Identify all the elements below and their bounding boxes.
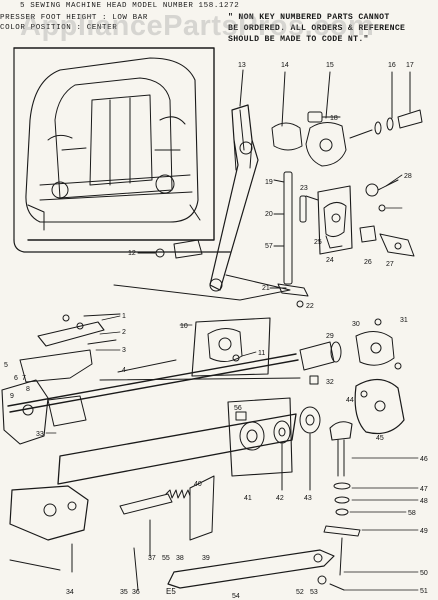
label-9: 9 — [10, 393, 14, 400]
label-58: 58 — [408, 510, 416, 517]
label-36: 36 — [132, 589, 140, 596]
part-12 — [113, 239, 291, 301]
label-50: 50 — [420, 570, 428, 577]
label-22: 22 — [306, 303, 314, 310]
footer-code: E5 — [166, 587, 176, 596]
label-16: 16 — [388, 62, 396, 69]
label-37: 37 — [148, 555, 156, 562]
label-43: 43 — [304, 495, 312, 502]
note-line-1: " NON KEY NUMBERED PARTS CANNOT — [228, 13, 390, 22]
label-23: 23 — [300, 185, 308, 192]
label-8: 8 — [26, 386, 30, 393]
label-33: 33 — [36, 431, 44, 438]
label-28: 28 — [404, 173, 412, 180]
label-49: 49 — [420, 528, 428, 535]
part-13-lever — [209, 69, 259, 292]
label-7: 7 — [22, 375, 26, 382]
label-45: 45 — [376, 435, 384, 442]
label-34: 34 — [66, 589, 74, 596]
label-40: 40 — [194, 481, 202, 488]
label-56: 56 — [234, 405, 242, 412]
label-54: 54 — [232, 593, 240, 600]
part-29-30-31 — [299, 318, 402, 385]
label-57: 57 — [265, 243, 273, 250]
label-35: 35 — [120, 589, 128, 596]
label-25: 25 — [314, 239, 322, 246]
label-20: 20 — [265, 211, 273, 218]
label-24: 24 — [326, 257, 334, 264]
note-line-2: BE ORDERED. ALL ORDERS & REFERENCE — [228, 24, 406, 33]
label-18: 18 — [330, 115, 338, 122]
label-17: 17 — [406, 62, 414, 69]
part-21-bar — [269, 171, 309, 308]
label-27: 27 — [386, 261, 394, 268]
label-30: 30 — [352, 321, 360, 328]
label-31: 31 — [400, 317, 408, 324]
color-position-line: COLOR POSITION : CENTER — [0, 24, 118, 32]
label-5: 5 — [4, 362, 8, 369]
part-24-box — [299, 185, 353, 255]
watermark: AppliancePartsPros.com — [20, 10, 375, 42]
part-41-box — [227, 397, 293, 477]
part-39-panel — [57, 413, 297, 541]
label-19: 19 — [265, 179, 273, 186]
machine-head-inset — [13, 47, 231, 253]
label-15: 15 — [326, 62, 334, 69]
leader-lines — [45, 174, 419, 591]
label-12: 12 — [128, 250, 136, 257]
label-13: 13 — [238, 62, 246, 69]
main-shaft — [7, 353, 301, 413]
label-55: 55 — [162, 555, 170, 562]
label-2: 2 — [122, 329, 126, 336]
label-42: 42 — [276, 495, 284, 502]
cam-assembly — [271, 71, 423, 167]
label-6: 6 — [14, 375, 18, 382]
label-38: 38 — [176, 555, 184, 562]
part-42-43 — [273, 406, 321, 491]
part-37-38-rod — [119, 489, 191, 591]
label-53: 53 — [310, 589, 318, 596]
presser-foot-line: PRESSER FOOT HEIGHT : LOW BAR — [0, 14, 148, 22]
label-21: 21 — [262, 285, 270, 292]
part-34-bracket — [9, 485, 89, 573]
part-26-27 — [359, 179, 415, 257]
label-47: 47 — [420, 486, 428, 493]
note-line-3: SHOULD BE MADE TO CODE NT." — [228, 35, 369, 44]
label-48: 48 — [420, 498, 428, 505]
part-54-bar — [167, 549, 345, 591]
label-44: 44 — [346, 397, 354, 404]
label-52: 52 — [296, 589, 304, 596]
model-line: 5 SEWING MACHINE HEAD MODEL NUMBER 158.1… — [20, 2, 240, 10]
label-26: 26 — [364, 259, 372, 266]
label-14: 14 — [281, 62, 289, 69]
label-10: 10 — [180, 323, 188, 330]
label-4: 4 — [122, 367, 126, 374]
part-1-2-3-linkage — [19, 313, 177, 383]
label-11: 11 — [258, 350, 265, 357]
left-frame — [1, 379, 87, 445]
part-46-pin — [323, 421, 361, 576]
label-3: 3 — [122, 347, 126, 354]
label-41: 41 — [244, 495, 252, 502]
label-1: 1 — [122, 313, 126, 320]
label-32: 32 — [326, 379, 334, 386]
part-44-45-cam — [354, 378, 405, 435]
label-39: 39 — [202, 555, 210, 562]
label-51: 51 — [420, 588, 428, 595]
label-46: 46 — [420, 456, 428, 463]
part-number-labels: 1 2 3 4 5 6 7 8 9 10 11 12 13 14 15 16 1… — [4, 62, 428, 600]
label-29: 29 — [326, 333, 334, 340]
